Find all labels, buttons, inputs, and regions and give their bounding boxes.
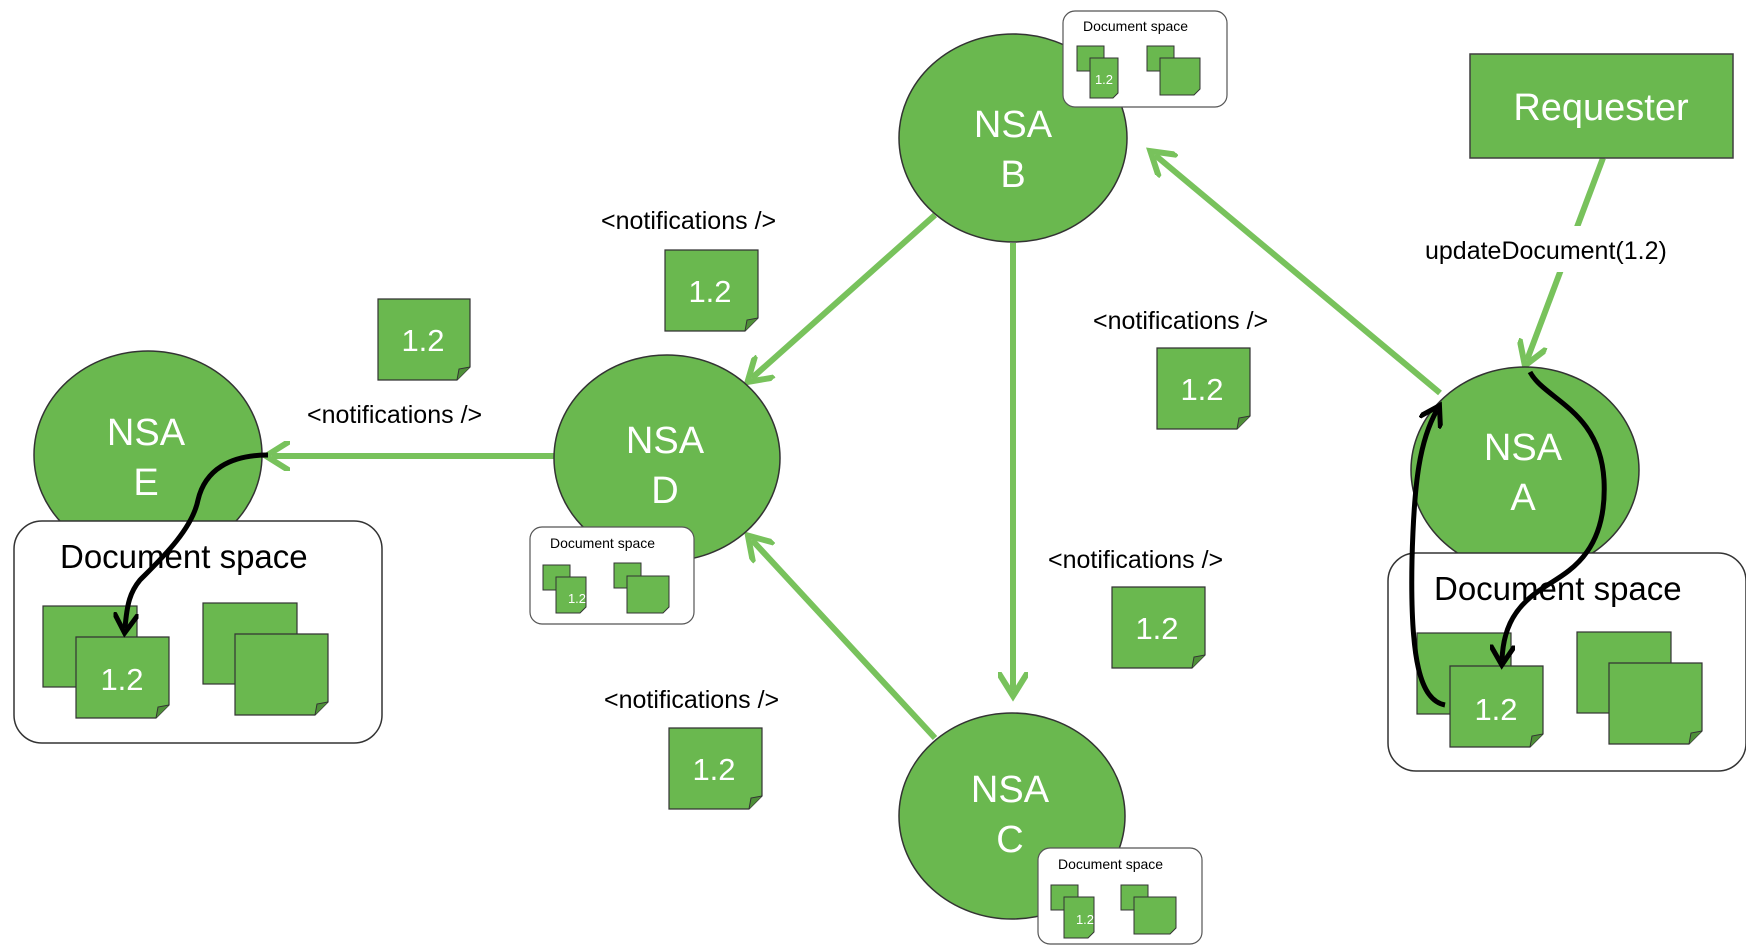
doc-version-e: 1.2 [100, 662, 143, 697]
floating-doc-de-label: 1.2 [401, 323, 444, 358]
flow-arrow-e-store [125, 452, 269, 628]
floating-doc-de: 1.2 [377, 298, 471, 381]
nsa-e-line2: E [133, 462, 158, 504]
document-space-d: Document space 1.2 [529, 526, 695, 625]
nsa-d-node: NSA D [553, 354, 781, 562]
document-space-c: Document space 1.2 [1037, 847, 1203, 945]
floating-doc-bc: 1.2 [1111, 586, 1206, 669]
edge-a-to-b [1155, 155, 1442, 396]
nsa-b-line1: NSA [974, 104, 1053, 146]
document-space-b-label: Document space [1083, 18, 1188, 34]
flow-arrow-a-propagate [1409, 410, 1446, 708]
floating-doc-bc-label: 1.2 [1135, 611, 1178, 646]
doc-version-d: 1.2 [568, 591, 586, 606]
nsa-d-line2: D [651, 470, 678, 512]
document-space-e: Document space 1.2 [13, 520, 383, 744]
call-label: updateDocument(1.2) [1425, 237, 1667, 265]
document-space-b: Document space 1.2 [1062, 10, 1228, 108]
doc-stack-plain-e [202, 602, 329, 716]
notifications-label-cd: <notifications /> [604, 686, 779, 714]
floating-doc-ab: 1.2 [1156, 347, 1251, 430]
doc-version-a: 1.2 [1474, 692, 1517, 727]
floating-doc-bd: 1.2 [664, 249, 759, 332]
notifications-label-bd: <notifications /> [601, 207, 776, 235]
document-space-c-label: Document space [1058, 856, 1163, 872]
floating-doc-bd-label: 1.2 [688, 274, 731, 309]
nsa-b-line2: B [1000, 154, 1025, 196]
edge-b-to-d [752, 212, 937, 378]
floating-doc-ab-label: 1.2 [1180, 372, 1223, 407]
flow-arrow-a-store [1502, 370, 1607, 660]
document-space-e-label: Document space [60, 538, 308, 575]
nsa-c-line2: C [996, 819, 1023, 861]
doc-version-c: 1.2 [1076, 912, 1094, 927]
nsa-e-node: NSA E [33, 350, 263, 560]
document-space-a: Document space 1.2 [1387, 552, 1746, 772]
doc-stack-plain-a [1576, 631, 1703, 745]
nsa-c-line1: NSA [971, 769, 1050, 811]
notifications-label-ab: <notifications /> [1093, 307, 1268, 335]
notifications-label-de: <notifications /> [307, 401, 482, 429]
nsa-e-line1: NSA [107, 412, 186, 454]
nsa-d-line1: NSA [626, 420, 705, 462]
document-space-d-label: Document space [550, 535, 655, 551]
floating-doc-cd: 1.2 [668, 727, 763, 810]
notifications-label-bc: <notifications /> [1048, 546, 1223, 574]
edge-c-to-d [752, 540, 938, 741]
doc-version-b: 1.2 [1095, 72, 1113, 87]
requester-node: Requester [1469, 53, 1734, 159]
requester-label: Requester [1513, 87, 1689, 129]
floating-doc-cd-label: 1.2 [692, 752, 735, 787]
nsa-a-line2: A [1510, 477, 1536, 519]
nsa-a-line1: NSA [1484, 427, 1563, 469]
